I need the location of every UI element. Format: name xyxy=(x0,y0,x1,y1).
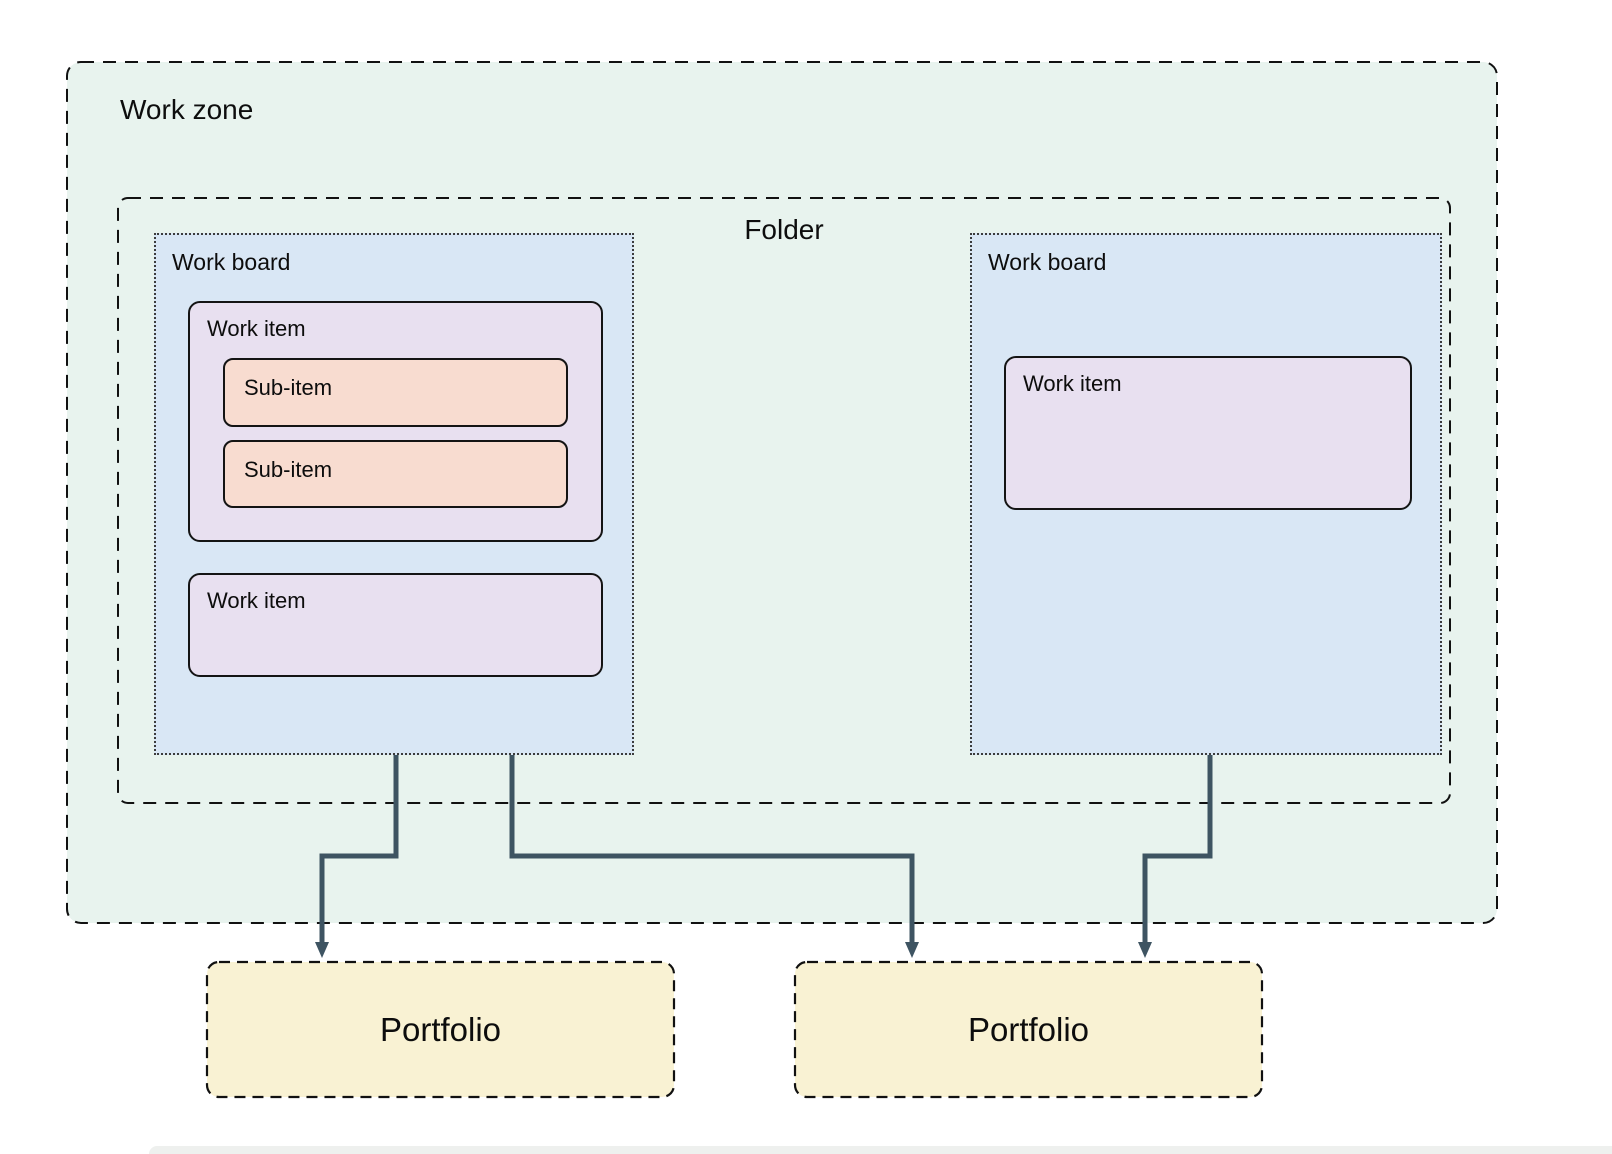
portfolio-box-left xyxy=(205,960,676,1099)
portfolio-box-right xyxy=(793,960,1264,1099)
folder-box xyxy=(117,197,1451,804)
work-zone-label: Work zone xyxy=(120,94,254,125)
connector-left-board-to-left-portfolio xyxy=(315,755,399,958)
work-board-left-label: Work board xyxy=(172,249,291,275)
work-item-3-label: Work item xyxy=(1023,371,1122,396)
work-item-2-label: Work item xyxy=(207,588,306,613)
sub-item-2: Sub-item xyxy=(223,440,568,508)
connector-left-board-to-right-portfolio xyxy=(509,755,919,958)
sub-item-1-label: Sub-item xyxy=(244,375,333,400)
work-item-2: Work item xyxy=(188,573,603,677)
work-item-1-label: Work item xyxy=(207,316,306,341)
sub-item-2-label: Sub-item xyxy=(244,457,333,482)
connector-right-board-to-right-portfolio xyxy=(1138,755,1213,958)
folder-label: Folder xyxy=(744,214,824,245)
portfolio-right-label: Portfolio xyxy=(967,1010,1090,1048)
work-board-right-label: Work board xyxy=(988,249,1107,275)
portfolio-left-label: Portfolio xyxy=(379,1010,502,1048)
sub-item-1: Sub-item xyxy=(223,358,568,427)
bottom-partial-element xyxy=(149,1146,1612,1154)
work-item-3: Work item xyxy=(1004,356,1412,510)
